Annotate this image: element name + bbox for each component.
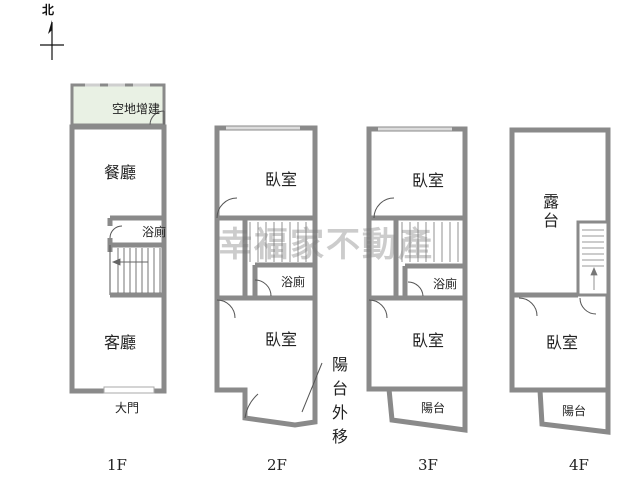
door-2f-bath-icon [254, 279, 272, 297]
floor-2f-plan: 臥室 浴廁 臥室 陽 台 外 移 2F [214, 125, 348, 474]
stair-4f-enclosure [576, 220, 610, 297]
watermark-text: 幸福家不動產 [218, 225, 434, 265]
door-3f-bedroom-north-icon [373, 197, 395, 219]
room-label-1f-bath: 浴廁 [142, 224, 166, 239]
door-4f-bedroom-icon [518, 297, 538, 317]
balcony-door-icon [244, 393, 259, 419]
north-arrow-icon [48, 20, 52, 34]
stair-4f-icon [582, 229, 604, 290]
room-label-2f-bath: 浴廁 [281, 274, 305, 289]
north-label: 北 [42, 2, 54, 17]
extension-door-icon [149, 110, 165, 126]
floor-4f-plan: 露 台 臥室 陽台 4F [509, 127, 611, 474]
svg-text:移: 移 [332, 427, 348, 446]
main-door-icon [103, 386, 155, 394]
balcony-3f-outline [386, 386, 468, 433]
room-label-2f-bedroom-south: 臥室 [265, 330, 297, 349]
room-label-3f-bedroom-north: 臥室 [412, 171, 444, 190]
floor-label-1f: 1F [107, 456, 127, 474]
room-label-terrace-1: 露 [543, 192, 559, 211]
door-3f-bedroom-south-icon [368, 299, 388, 319]
room-label-3f-bedroom-south: 臥室 [412, 331, 444, 350]
floor-3f-plan: 臥室 浴廁 臥室 陽台 3F [366, 126, 468, 474]
extension-area [70, 83, 166, 127]
north-compass: 北 [40, 2, 64, 60]
floor-1f-plan: 空地增建 餐廳 浴廁 客廳 大門 1F [69, 83, 167, 474]
room-label-dining: 餐廳 [104, 163, 136, 182]
floor-3f-outline [366, 126, 468, 392]
floor-label-2f: 2F [267, 456, 287, 474]
floor-label-4f: 4F [569, 456, 589, 474]
room-label-3f-balcony: 陽台 [421, 400, 445, 415]
door-2f-bedroom-north-icon [216, 197, 238, 219]
door-3f-bath-icon [407, 281, 424, 297]
balcony-relocated-note: 陽 [332, 355, 348, 374]
stair-3f-icon [401, 222, 459, 262]
door-4f-stair-icon [579, 297, 597, 315]
room-label-extension: 空地增建 [112, 102, 160, 116]
stair-2f-icon [249, 222, 307, 262]
room-label-4f-bedroom: 臥室 [546, 333, 578, 352]
room-label-3f-bath: 浴廁 [433, 276, 457, 291]
balcony-4f-outline [537, 387, 611, 435]
balcony-leader-line [301, 362, 323, 413]
floor-2f-outline [214, 125, 318, 428]
room-label-2f-bedroom-north: 臥室 [265, 170, 297, 189]
room-label-living: 客廳 [104, 333, 136, 352]
door-2f-bedroom-south-icon [216, 299, 236, 319]
svg-text:外: 外 [332, 403, 348, 422]
bath-door-icon [109, 225, 123, 239]
floor-label-3f: 3F [418, 456, 438, 474]
svg-text:台: 台 [332, 379, 348, 398]
stair-icon [111, 248, 161, 293]
room-label-4f-balcony: 陽台 [562, 403, 586, 418]
entrance-label: 大門 [115, 401, 139, 415]
room-label-terrace-2: 台 [543, 211, 559, 230]
svg-text:陽: 陽 [332, 355, 348, 374]
